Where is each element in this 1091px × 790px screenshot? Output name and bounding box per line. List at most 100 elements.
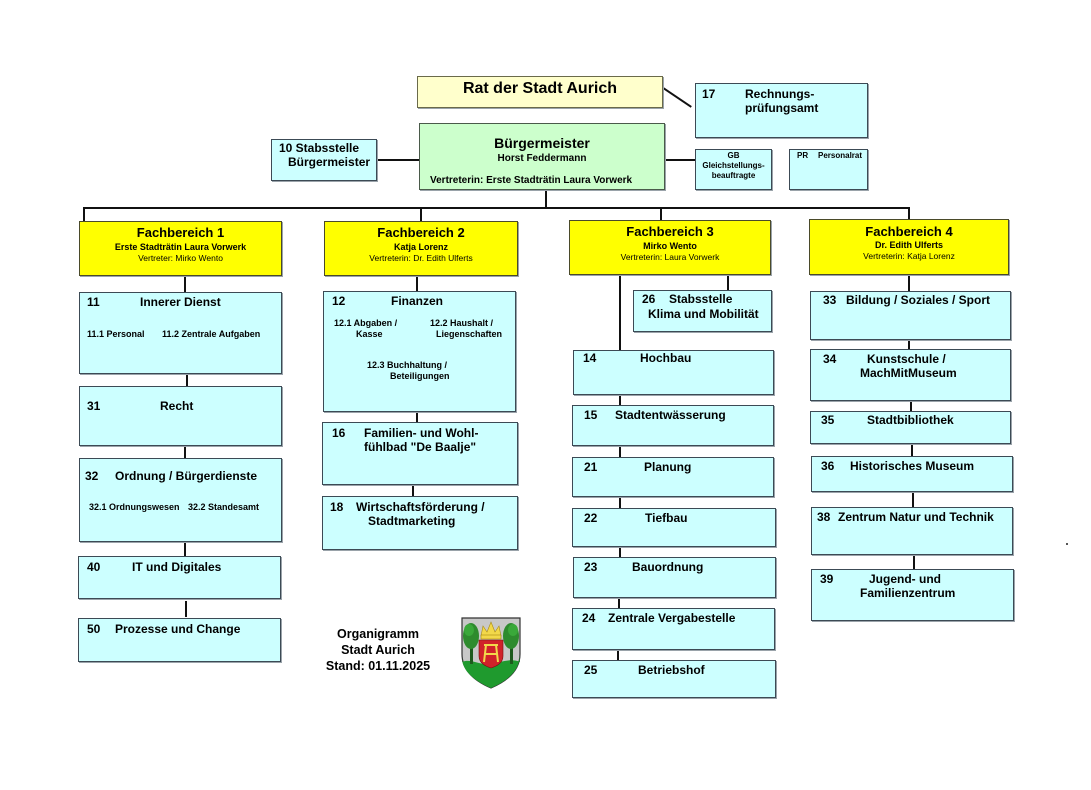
unit-38-box: 38 Zentrum Natur und Technik: [811, 507, 1013, 555]
connector-23-24: [618, 597, 620, 609]
unit-32-number: 32: [85, 469, 99, 483]
connector-16-18: [412, 484, 414, 497]
connector-fb3: [660, 207, 662, 221]
unit-14-name: Hochbau: [640, 351, 692, 365]
connector-fb4: [908, 207, 910, 221]
unit-12-3-label-line1: 12.3 Buchhaltung /: [367, 360, 448, 370]
unit-39-name-line2: Familienzentrum: [860, 586, 956, 600]
unit-35-number: 35: [821, 413, 835, 427]
unit-50-name: Prozesse und Change: [115, 622, 241, 636]
unit-18-box: 18 Wirtschaftsförderung / Stadtmarketing: [322, 496, 518, 550]
unit-35-name: Stadtbibliothek: [867, 413, 954, 427]
unit-31-name: Recht: [160, 399, 194, 413]
unit-23-name: Bauordnung: [632, 560, 704, 574]
unit-39-number: 39: [820, 572, 834, 586]
connector-staff-mayor: [376, 159, 420, 161]
footer-caption: Organigramm Stadt Aurich Stand: 01.11.20…: [310, 626, 446, 674]
department-3-box: Fachbereich 3 Mirko Wento Vertreterin: L…: [569, 220, 771, 275]
department-2-head: Katja Lorenz: [393, 242, 448, 252]
unit-14-box: 14 Hochbau: [573, 350, 774, 395]
mayor-deputy: Vertreterin: Erste Stadträtin Laura Vorw…: [430, 175, 633, 186]
unit-25-box: 25 Betriebshof: [572, 660, 776, 698]
unit-26-number: 26: [642, 292, 656, 306]
unit-34-name-line2: MachMitMuseum: [860, 366, 957, 380]
staff-mayor-box: 10 Stabsstelle Bürgermeister: [271, 139, 377, 181]
unit-16-name-line1: Familien- und Wohl-: [364, 426, 479, 440]
unit-36-number: 36: [821, 459, 835, 473]
audit-name-line2: prüfungsamt: [745, 101, 819, 115]
unit-12-1-label-line1: 12.1 Abgaben /: [334, 318, 398, 328]
unit-25-name: Betriebshof: [638, 663, 705, 677]
connector-22-23: [619, 546, 621, 558]
unit-26-box: 26 Stabsstelle Klima und Mobilität: [633, 290, 772, 332]
connector-fb1: [83, 207, 85, 221]
coat-of-arms-icon: [461, 617, 521, 689]
council-title: Rat der Stadt Aurich: [462, 80, 618, 97]
unit-33-name: Bildung / Soziales / Sport: [846, 293, 991, 307]
unit-32-1-label: 32.1 Ordnungswesen: [89, 502, 180, 512]
unit-21-name: Planung: [644, 460, 692, 474]
unit-40-name: IT und Digitales: [132, 560, 222, 574]
staff-mayor-line2: Bürgermeister: [288, 155, 371, 169]
unit-11-box: 11 Innerer Dienst 11.1 Personal 11.2 Zen…: [79, 292, 282, 374]
unit-39-box: 39 Jugend- und Familienzentrum: [811, 569, 1014, 621]
unit-18-name-line2: Stadtmarketing: [368, 514, 456, 528]
unit-12-2-label-line1: 12.2 Haushalt /: [430, 318, 494, 328]
unit-21-number: 21: [584, 460, 598, 474]
unit-50-number: 50: [87, 622, 101, 636]
connector-40-50: [185, 601, 187, 617]
unit-11-number: 11: [87, 295, 100, 309]
connector-35-36: [911, 443, 913, 457]
unit-14-number: 14: [583, 351, 597, 365]
department-4-box: Fachbereich 4 Dr. Edith Ulferts Vertrete…: [809, 219, 1009, 275]
unit-33-box: 33 Bildung / Soziales / Sport: [810, 291, 1011, 340]
unit-12-box: 12 Finanzen 12.1 Abgaben / Kasse 12.2 Ha…: [323, 291, 516, 412]
audit-number: 17: [702, 87, 716, 101]
connector-mayor-down: [545, 189, 547, 207]
unit-16-name-line2: fühlbad "De Baalje": [364, 440, 477, 454]
mayor-name: Horst Feddermann: [497, 153, 587, 164]
unit-24-number: 24: [582, 611, 596, 625]
unit-26-name-line1: Stabsstelle: [669, 292, 733, 306]
unit-26-name-line2: Klima und Mobilität: [648, 307, 759, 321]
connector-council-audit: [661, 86, 692, 108]
unit-23-box: 23 Bauordnung: [573, 557, 776, 598]
department-1-deputy: Vertreter: Mirko Wento: [138, 253, 223, 263]
equality-abbr: GB: [727, 151, 740, 160]
connector-fb4-33: [908, 275, 910, 292]
department-2-box: Fachbereich 2 Katja Lorenz Vertreterin: …: [324, 221, 518, 276]
unit-22-name: Tiefbau: [645, 511, 688, 525]
stray-mark: [1066, 543, 1068, 545]
department-1-head: Erste Stadträtin Laura Vorwerk: [114, 242, 247, 252]
department-1-box: Fachbereich 1 Erste Stadträtin Laura Vor…: [79, 221, 282, 276]
unit-22-number: 22: [584, 511, 598, 525]
staff-council-name: Personalrat: [818, 151, 863, 160]
unit-35-box: 35 Stadtbibliothek: [810, 411, 1011, 444]
mayor-box: Bürgermeister Horst Feddermann Vertreter…: [419, 123, 665, 190]
connector-departments-bar: [83, 207, 909, 209]
unit-11-name: Innerer Dienst: [140, 295, 221, 309]
footer-line2: Stadt Aurich: [341, 643, 415, 657]
department-3-title: Fachbereich 3: [626, 224, 714, 239]
unit-22-box: 22 Tiefbau: [572, 508, 776, 547]
department-1-title: Fachbereich 1: [136, 225, 225, 240]
unit-18-number: 18: [330, 500, 344, 514]
council-box: Rat der Stadt Aurich: [417, 76, 663, 108]
connector-fb2-12: [416, 275, 418, 292]
unit-24-name: Zentrale Vergabestelle: [608, 611, 736, 625]
connector-14-15: [619, 394, 621, 406]
equality-line2: Gleichstellungs-: [702, 161, 765, 170]
unit-34-number: 34: [823, 352, 837, 366]
unit-38-number: 38: [817, 510, 831, 524]
unit-12-number: 12: [332, 294, 346, 308]
unit-18-name-line1: Wirtschaftsförderung /: [356, 500, 485, 514]
connector-mayor-equality: [664, 159, 696, 161]
unit-34-box: 34 Kunstschule / MachMitMuseum: [810, 349, 1011, 401]
unit-34-name-line1: Kunstschule /: [867, 352, 946, 366]
unit-32-name: Ordnung / Bürgerdienste: [115, 469, 258, 483]
connector-fb3-26: [727, 274, 729, 291]
audit-office-box: 17 Rechnungs- prüfungsamt: [695, 83, 868, 138]
unit-12-2-label-line2: Liegenschaften: [436, 329, 503, 339]
connector-21-22: [619, 496, 621, 509]
unit-25-number: 25: [584, 663, 598, 677]
